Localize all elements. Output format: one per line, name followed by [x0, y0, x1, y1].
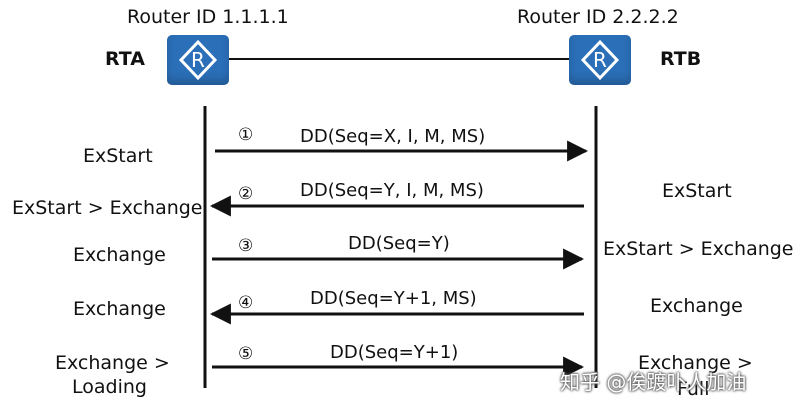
message-1-number: ① — [238, 125, 254, 145]
router-b-id: Router ID 2.2.2.2 — [517, 6, 679, 28]
rta-state-1: ExStart — [83, 145, 153, 167]
router-a-name: RTA — [105, 48, 145, 70]
message-1-label: DD(Seq=X, I, M, MS) — [300, 126, 486, 147]
router-a-icon: R — [167, 35, 229, 85]
router-b-name: RTB — [660, 48, 702, 70]
message-5-label: DD(Seq=Y+1) — [330, 342, 459, 363]
message-2-number: ② — [238, 184, 254, 204]
message-5-number: ⑤ — [238, 344, 254, 364]
svg-text:R: R — [191, 48, 205, 72]
watermark: 知乎 @俟踱卟人加油 — [560, 370, 747, 394]
rtb-state-4-cont: Full — [677, 378, 710, 400]
message-3-number: ③ — [238, 236, 254, 256]
message-4-label: DD(Seq=Y+1, MS) — [310, 288, 477, 309]
rtb-state-1: ExStart — [662, 180, 732, 202]
router-b-icon: R — [569, 35, 631, 85]
svg-text:R: R — [593, 48, 607, 72]
rta-state-3: Exchange — [73, 244, 166, 266]
message-2-label: DD(Seq=Y, I, M, MS) — [300, 180, 484, 201]
router-a-id: Router ID 1.1.1.1 — [127, 6, 289, 28]
rtb-state-4: Exchange > — [638, 352, 753, 374]
rtb-state-3: Exchange — [650, 295, 743, 317]
message-3-label: DD(Seq=Y) — [348, 233, 450, 254]
rta-state-4: Exchange — [73, 298, 166, 320]
rta-state-5-cont: Loading — [72, 376, 147, 398]
rtb-state-2: ExStart > Exchange — [603, 238, 794, 260]
rta-state-5: Exchange > — [55, 352, 170, 374]
message-4-number: ④ — [238, 293, 254, 313]
rta-state-2: ExStart > Exchange — [12, 197, 203, 219]
